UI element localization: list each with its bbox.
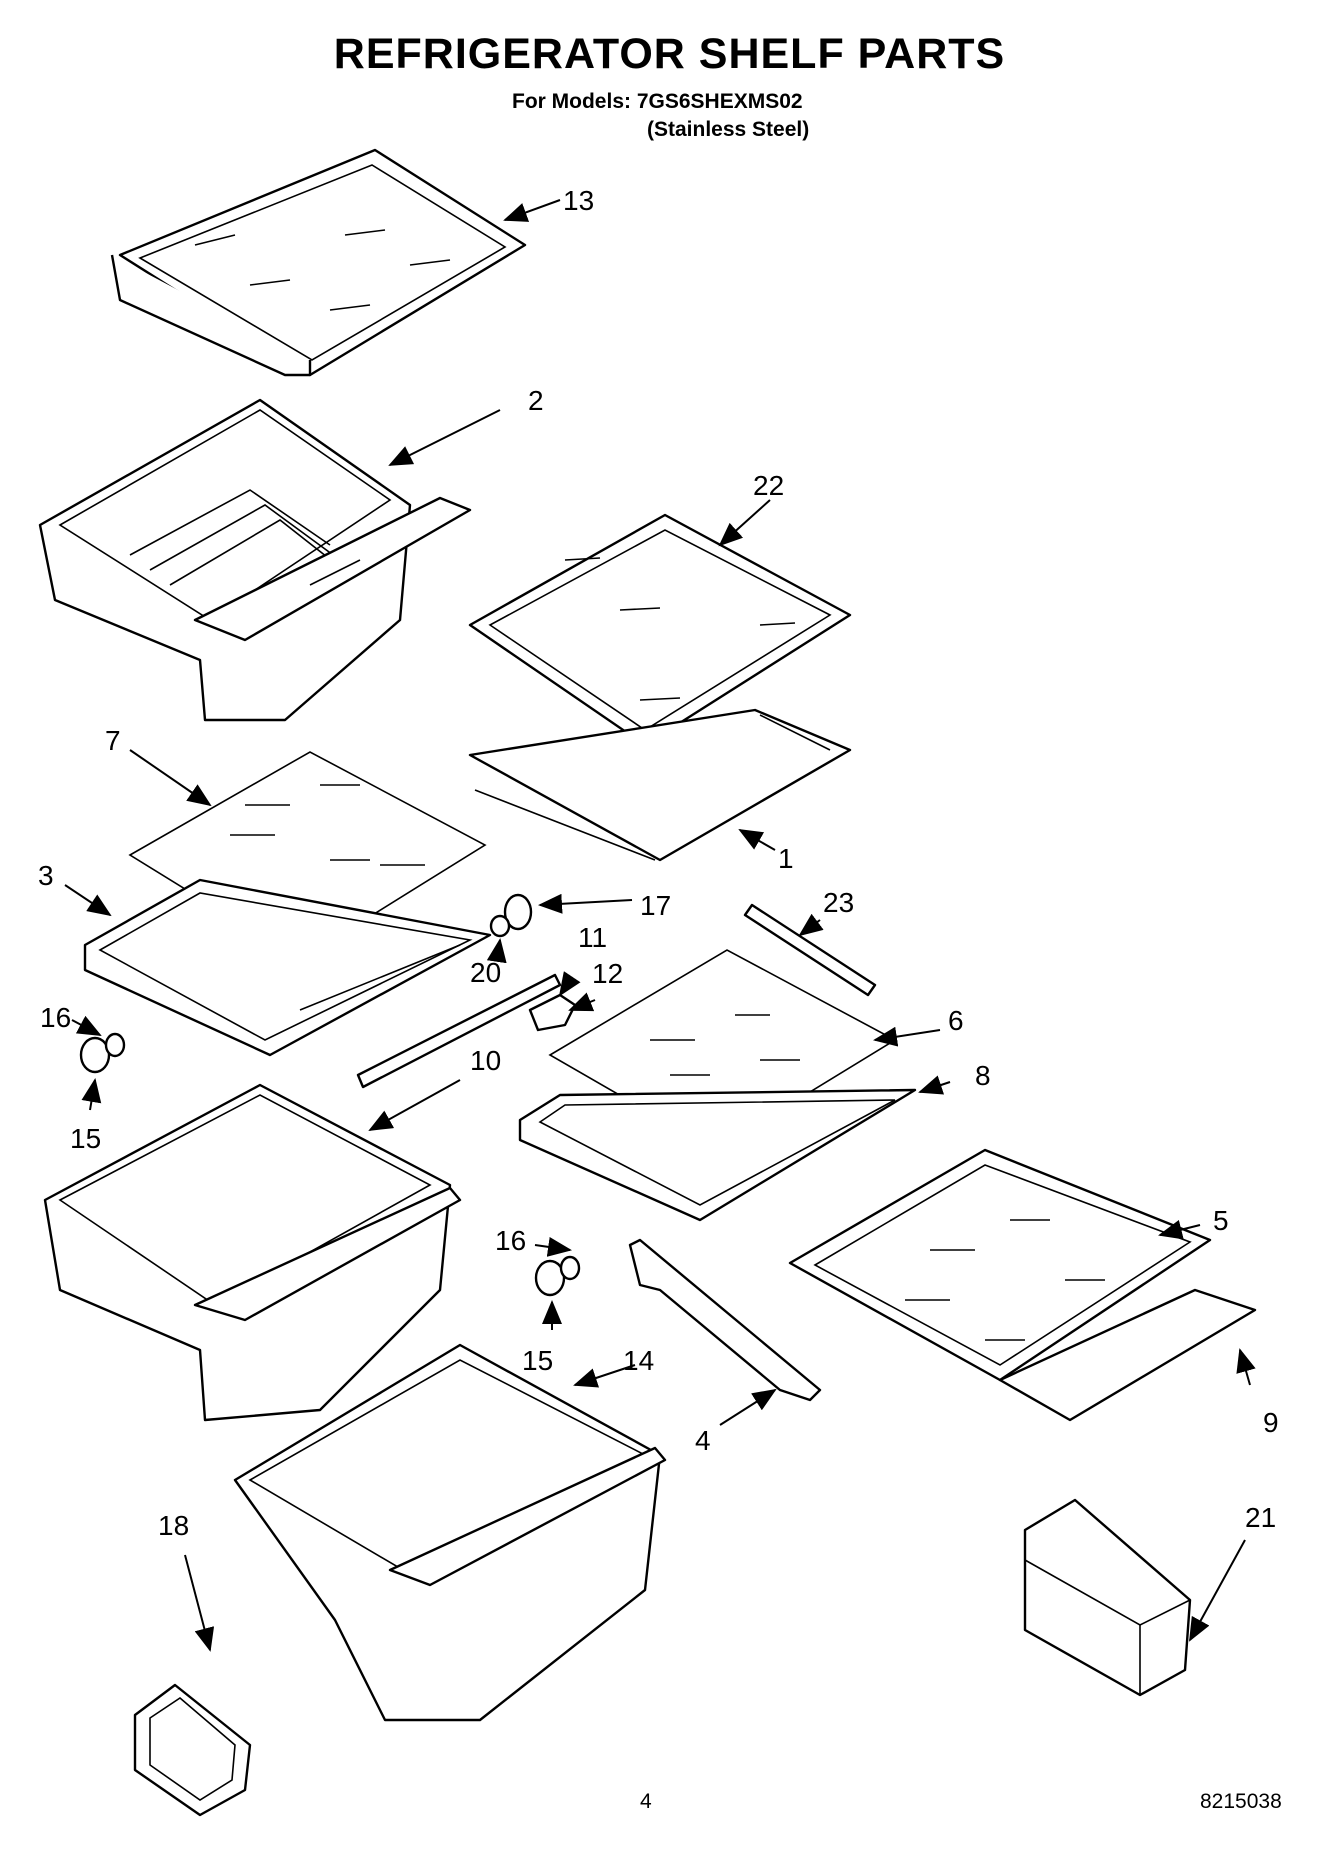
part-crisper-drawer-middle bbox=[43, 1083, 462, 1422]
callout-18: 18 bbox=[158, 1510, 189, 1541]
page-title: REFRIGERATOR SHELF PARTS bbox=[333, 30, 1006, 78]
callout-4: 4 bbox=[695, 1425, 711, 1456]
part-9-shelf-frame bbox=[998, 1288, 1257, 1422]
part-22-shelf bbox=[468, 513, 852, 747]
part-15-16-knob-right bbox=[534, 1255, 581, 1297]
part-4-bracket bbox=[628, 1238, 822, 1402]
part-21-bin bbox=[1023, 1498, 1192, 1697]
part-13-shelf bbox=[110, 148, 527, 377]
part-10-11-12-rail-clip bbox=[356, 973, 577, 1089]
callout-13: 13 bbox=[563, 185, 594, 216]
callout-6: 6 bbox=[948, 1005, 964, 1036]
callout-8: 8 bbox=[975, 1060, 991, 1091]
callout-9: 9 bbox=[1263, 1407, 1279, 1438]
callout-22: 22 bbox=[753, 470, 784, 501]
callout-1: 1 bbox=[778, 843, 794, 874]
callout-20: 20 bbox=[470, 957, 501, 988]
callout-17: 17 bbox=[640, 890, 671, 921]
callout-23: 23 bbox=[823, 887, 854, 918]
part-18-label bbox=[133, 1683, 252, 1817]
callout-16-right: 16 bbox=[495, 1225, 526, 1256]
callout-10: 10 bbox=[470, 1045, 501, 1076]
callout-16-left: 16 bbox=[40, 1002, 71, 1033]
callout-3: 3 bbox=[38, 860, 54, 891]
callout-15-left: 15 bbox=[70, 1123, 101, 1154]
part-2-crisper-drawer bbox=[38, 398, 472, 722]
part-14-bottom-drawer bbox=[233, 1343, 667, 1722]
callout-21: 21 bbox=[1245, 1502, 1276, 1533]
part-1-shelf-frame bbox=[468, 708, 852, 862]
callout-14: 14 bbox=[623, 1345, 654, 1376]
document-number: 8215038 bbox=[1200, 1790, 1282, 1813]
callout-5: 5 bbox=[1213, 1205, 1229, 1236]
callout-7: 7 bbox=[105, 725, 121, 756]
part-5-shelf bbox=[788, 1148, 1212, 1382]
variant-line: (Stainless Steel) bbox=[647, 118, 810, 141]
part-17-20-fastener bbox=[489, 893, 533, 938]
callout-2: 2 bbox=[528, 385, 544, 416]
callout-15-right: 15 bbox=[522, 1345, 553, 1376]
callout-11: 11 bbox=[578, 922, 607, 953]
part-23-rail bbox=[743, 903, 877, 997]
models-line: For Models: 7GS6SHEXMS02 bbox=[512, 90, 803, 113]
page-number: 4 bbox=[640, 1790, 652, 1813]
part-3-shelf-frame bbox=[83, 878, 492, 1057]
part-8-drawer-frame bbox=[518, 1088, 917, 1222]
callout-12: 12 bbox=[592, 958, 623, 989]
part-15-16-knob-left bbox=[79, 1032, 126, 1074]
